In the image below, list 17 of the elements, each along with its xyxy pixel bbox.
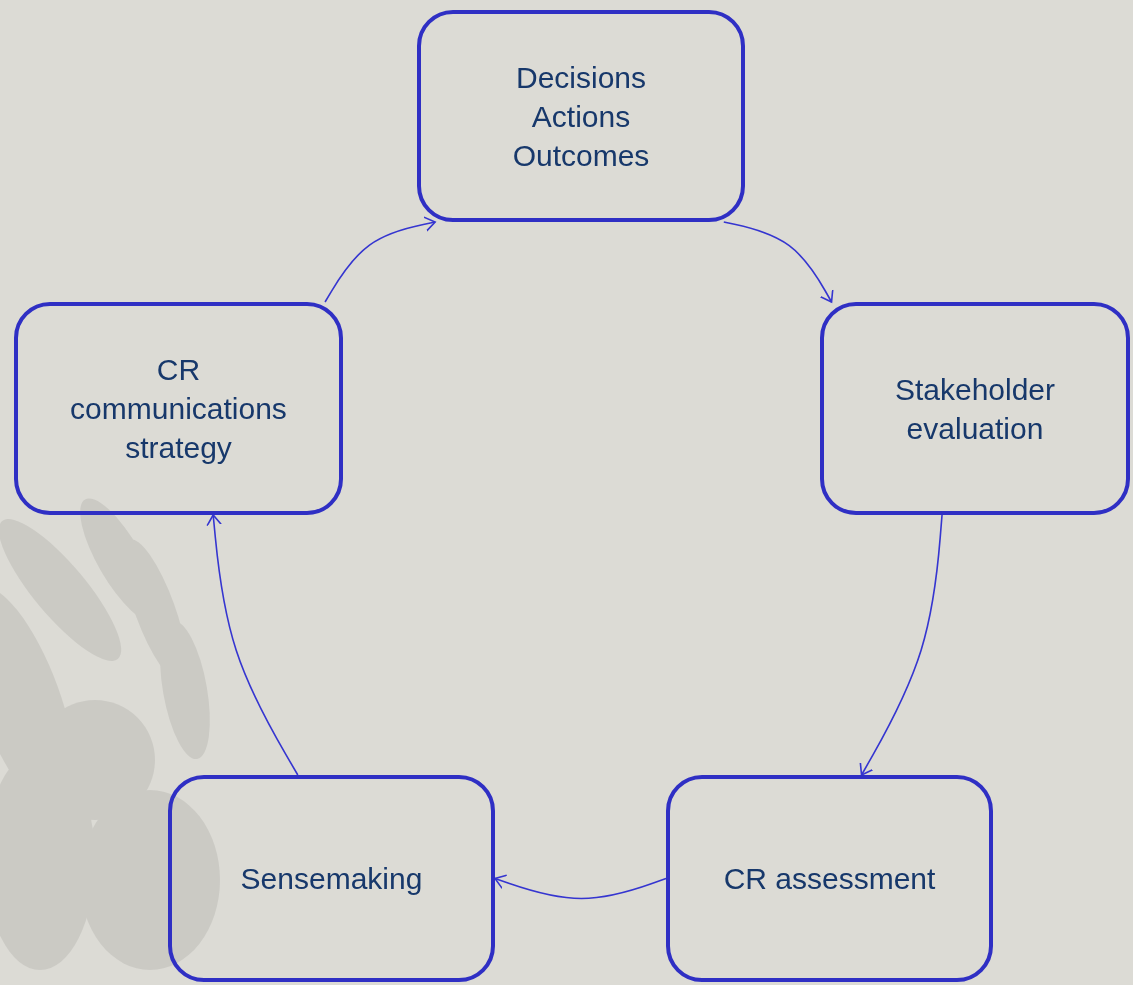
- arrow: [494, 874, 667, 900]
- arrow: [324, 216, 436, 303]
- process-box: [14, 302, 343, 515]
- process-box: [168, 775, 495, 982]
- node-label: Sensemaking: [239, 861, 424, 897]
- node-label: CR communications strategy: [69, 352, 288, 466]
- process-box: [417, 10, 745, 222]
- node-label: Stakeholder evaluation: [893, 371, 1057, 447]
- node-label: CR assessment: [722, 861, 937, 897]
- node-label: Actions: [530, 98, 632, 135]
- node-label: Decisions: [514, 59, 648, 96]
- arrow: [859, 514, 943, 776]
- arrow: [206, 514, 299, 776]
- process-box: [820, 302, 1130, 515]
- process-box: [666, 775, 993, 982]
- node-label: Outcomes: [511, 137, 651, 174]
- arrow: [723, 221, 834, 303]
